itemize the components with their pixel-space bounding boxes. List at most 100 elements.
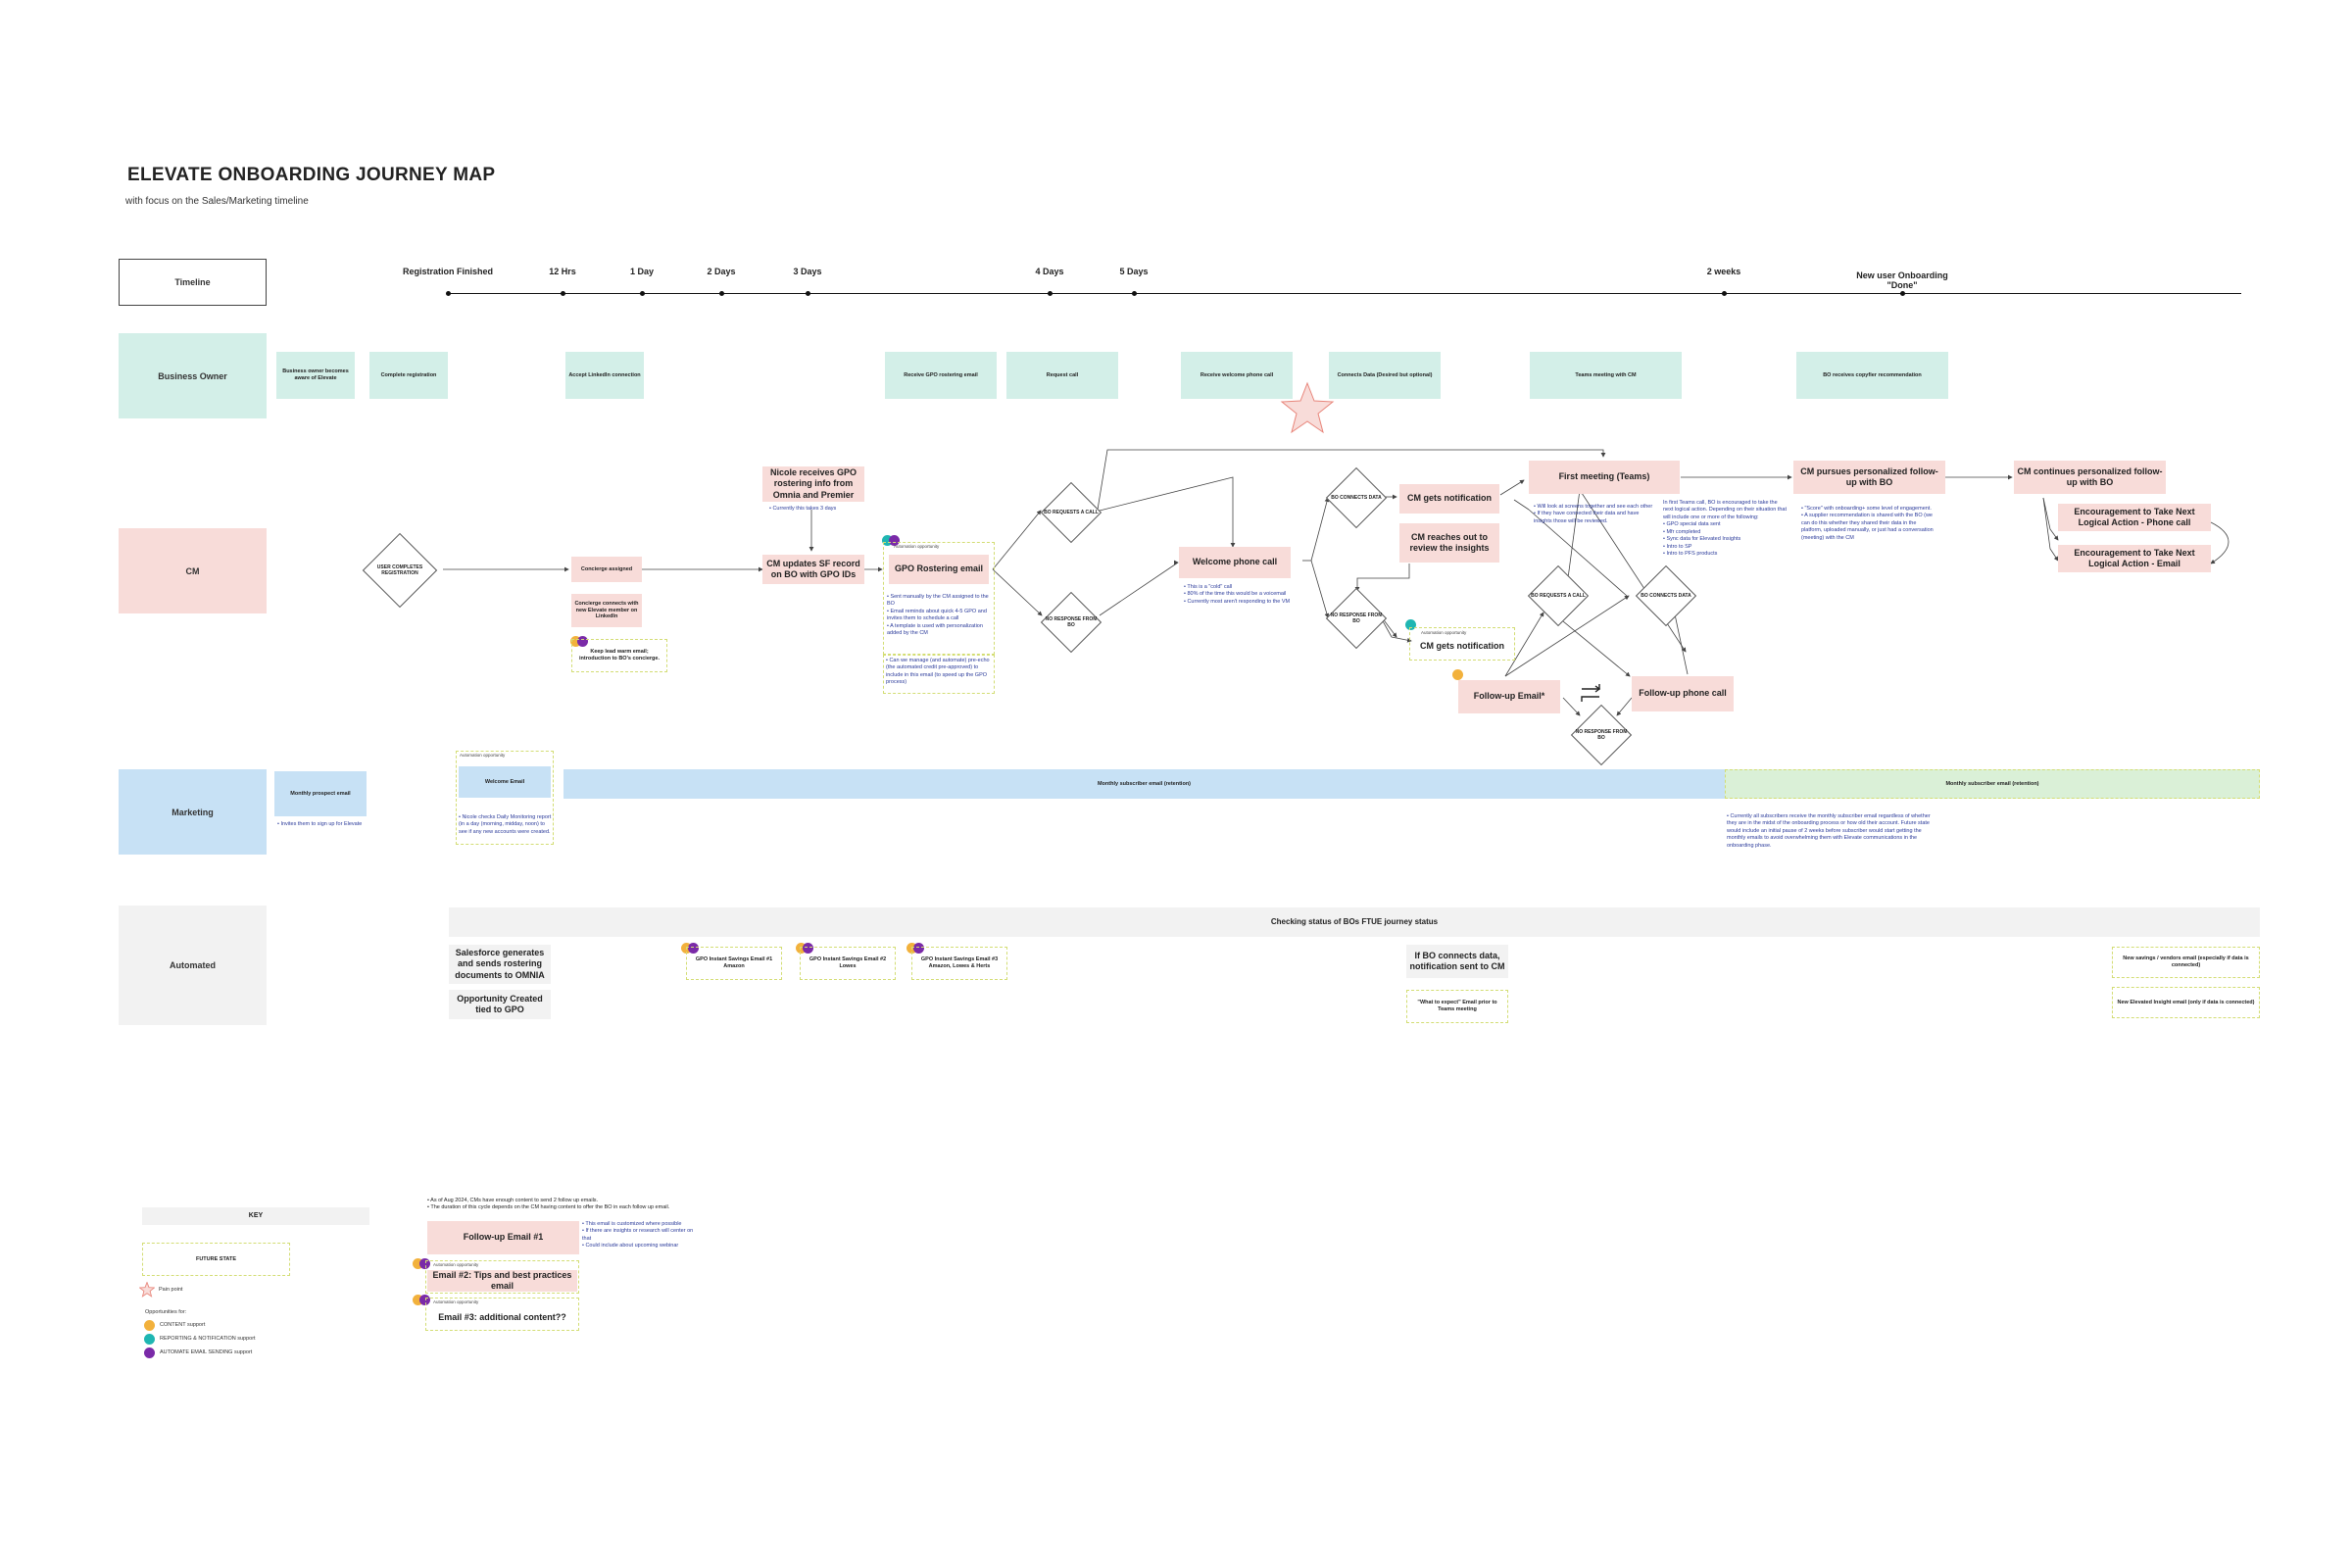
decision-bo-requests-call-2: BO REQUESTS A CALL xyxy=(1527,564,1590,627)
decision-bo-requests-call: BO REQUESTS A CALL xyxy=(1040,481,1102,544)
cm-gpo-rostering-email: GPO Rostering email xyxy=(889,555,989,584)
reporting-support-icon xyxy=(1405,619,1416,630)
content-support-icon xyxy=(413,1258,423,1269)
pain-point-icon xyxy=(139,1282,155,1298)
cm-gets-notification: CM gets notification xyxy=(1399,484,1499,514)
bo-step-request-call: Request call xyxy=(1006,352,1118,399)
future-cm-notification xyxy=(1409,627,1515,661)
cm-encourage-email: Encouragement to Take Next Logical Actio… xyxy=(2058,545,2211,572)
timeline-tick: New user Onboarding "Done" xyxy=(1856,270,1948,290)
timeline-line xyxy=(448,293,2241,294)
au-opportunity: Opportunity Created tied to GPO xyxy=(449,990,551,1019)
au-new-insight: New Elevated Insight email (only if data… xyxy=(2112,987,2260,1018)
email-followup-1: Follow-up Email #1 xyxy=(427,1221,579,1254)
bo-step-connects-data: Connects Data (Desired but optional) xyxy=(1329,352,1441,399)
content-support-icon xyxy=(570,636,581,647)
welcome-note: • Nicole checks Daily Monitoring report … xyxy=(459,814,552,835)
au-new-savings: New savings / vendors email (especially … xyxy=(2112,947,2260,978)
reporting-support-icon xyxy=(882,535,893,546)
timeline-dot xyxy=(446,291,451,296)
bo-step-teams: Teams meeting with CM xyxy=(1530,352,1682,399)
timeline-tick: 2 weeks xyxy=(1706,267,1741,276)
mk-subscriber-email-future: Monthly subscriber email (retention) xyxy=(1725,769,2260,799)
first-meeting-side-notes: In first Teams call, BO is encouraged to… xyxy=(1663,500,1787,557)
future-email-3-area xyxy=(425,1298,579,1331)
timeline-dot xyxy=(1722,291,1727,296)
decision-no-response-3: NO RESPONSE FROM BO xyxy=(1570,704,1633,766)
cm-welcome-phone-call: Welcome phone call xyxy=(1179,547,1291,578)
decision-bo-connects-data: BO CONNECTS DATA xyxy=(1325,466,1388,529)
key-content: CONTENT support xyxy=(160,1322,206,1328)
au-gpo-email-1: GPO Instant Savings Email #1 Amazon xyxy=(686,947,782,980)
lane-business-owner: Business Owner xyxy=(119,333,267,418)
emails-note: • As of Aug 2024, CMs have enough conten… xyxy=(427,1198,670,1211)
first-meeting-notes: • Will look at screens together and see … xyxy=(1534,504,1653,524)
timeline-dot xyxy=(561,291,565,296)
cm-first-meeting: First meeting (Teams) xyxy=(1529,461,1680,494)
au-gpo-email-3: GPO Instant Savings Email #3 Amazon, Low… xyxy=(911,947,1007,980)
content-support-icon xyxy=(413,1295,423,1305)
automation-tag: Automation opportunity xyxy=(894,544,940,549)
bo-step-linkedin: Accept LinkedIn connection xyxy=(565,352,644,399)
automation-tag: Automation opportunity xyxy=(433,1299,479,1304)
cm-continues-followup: CM continues personalized follow-up with… xyxy=(2014,461,2166,494)
lane-timeline: Timeline xyxy=(119,259,267,306)
timeline-tick: Registration Finished xyxy=(402,267,494,276)
pursues-notes: • "Score" with onboarding+ some level of… xyxy=(1801,506,1934,541)
automate-support-icon xyxy=(144,1348,155,1358)
au-status-check: Checking status of BOs FTUE journey stat… xyxy=(449,907,2260,937)
repeat-icon xyxy=(1581,684,1601,702)
automation-tag: Automation opportunity xyxy=(1421,630,1467,635)
cm-concierge-connects: Concierge connects with new Elevate memb… xyxy=(571,594,642,627)
lane-automated: Automated xyxy=(119,906,267,1025)
reporting-support-icon xyxy=(144,1334,155,1345)
decision-bo-connects-data-2: BO CONNECTS DATA xyxy=(1635,564,1697,627)
au-salesforce: Salesforce generates and sends rostering… xyxy=(449,945,551,984)
cm-gets-notification-2: CM gets notification xyxy=(1420,641,1504,652)
key-reporting: REPORTING & NOTIFICATION support xyxy=(160,1336,256,1342)
cm-followup-email: Follow-up Email* xyxy=(1458,680,1560,713)
content-support-icon xyxy=(144,1320,155,1331)
bo-step-copyfier: BO receives copyfier recommendation xyxy=(1796,352,1948,399)
cm-nicole-receives: Nicole receives GPO rostering info from … xyxy=(762,466,864,502)
key-opportunities: Opportunities for: xyxy=(145,1309,187,1315)
decision-no-response-2: NO RESPONSE FROM BO xyxy=(1325,587,1388,650)
decision-no-response: NO RESPONSE FROM BO xyxy=(1040,591,1102,654)
automate-support-icon xyxy=(803,943,813,954)
mk-prospect-email: Monthly prospect email xyxy=(274,771,367,816)
au-connects-notification: If BO connects data, notification sent t… xyxy=(1406,945,1508,978)
key-future-state: FUTURE STATE xyxy=(142,1243,290,1276)
mk-welcome-email: Welcome Email xyxy=(459,766,551,798)
cm-followup-phone: Follow-up phone call xyxy=(1632,676,1734,711)
automate-support-icon xyxy=(577,636,588,647)
au-what-to-expect: "What to expect" Email prior to Teams me… xyxy=(1406,990,1508,1023)
subscriber-note: • Currently all subscribers receive the … xyxy=(1727,813,1931,849)
cm-encourage-call: Encouragement to Take Next Logical Actio… xyxy=(2058,504,2211,531)
prospect-note: • Invites them to sign up for Elevate xyxy=(277,821,363,827)
timeline-dot xyxy=(1900,291,1905,296)
pain-point-icon xyxy=(1280,381,1335,434)
automation-tag: Automation opportunity xyxy=(460,753,506,758)
timeline-tick: 3 Days xyxy=(793,267,822,276)
automate-support-icon xyxy=(419,1258,430,1269)
timeline-dot xyxy=(640,291,645,296)
lane-cm: CM xyxy=(119,528,267,613)
content-support-icon xyxy=(796,943,807,954)
future-warm-email: Keep lead warm email; introduction to BO… xyxy=(571,639,667,672)
timeline-tick: 12 Hrs xyxy=(549,267,576,276)
automate-support-icon xyxy=(419,1295,430,1305)
automate-support-icon xyxy=(913,943,924,954)
bo-step-welcome-call: Receive welcome phone call xyxy=(1181,352,1293,399)
future-email-2-area xyxy=(425,1260,579,1294)
decision-user-registration: USER COMPLETES REGISTRATION xyxy=(362,532,438,609)
timeline-tick: 2 Days xyxy=(707,267,736,276)
automation-tag: Automation opportunity xyxy=(433,1262,479,1267)
page-subtitle: with focus on the Sales/Marketing timeli… xyxy=(125,196,309,207)
cm-concierge-assigned: Concierge assigned xyxy=(571,557,642,582)
key-title: KEY xyxy=(142,1207,369,1225)
future-gpo-email-area xyxy=(883,542,995,655)
au-gpo-email-2: GPO Instant Savings Email #2 Lowes xyxy=(800,947,896,980)
page-title: ELEVATE ONBOARDING JOURNEY MAP xyxy=(127,165,496,185)
welcome-call-notes: • This is a "cold" call • 80% of the tim… xyxy=(1184,584,1291,605)
email-1-notes: • This email is customized where possibl… xyxy=(582,1221,694,1250)
